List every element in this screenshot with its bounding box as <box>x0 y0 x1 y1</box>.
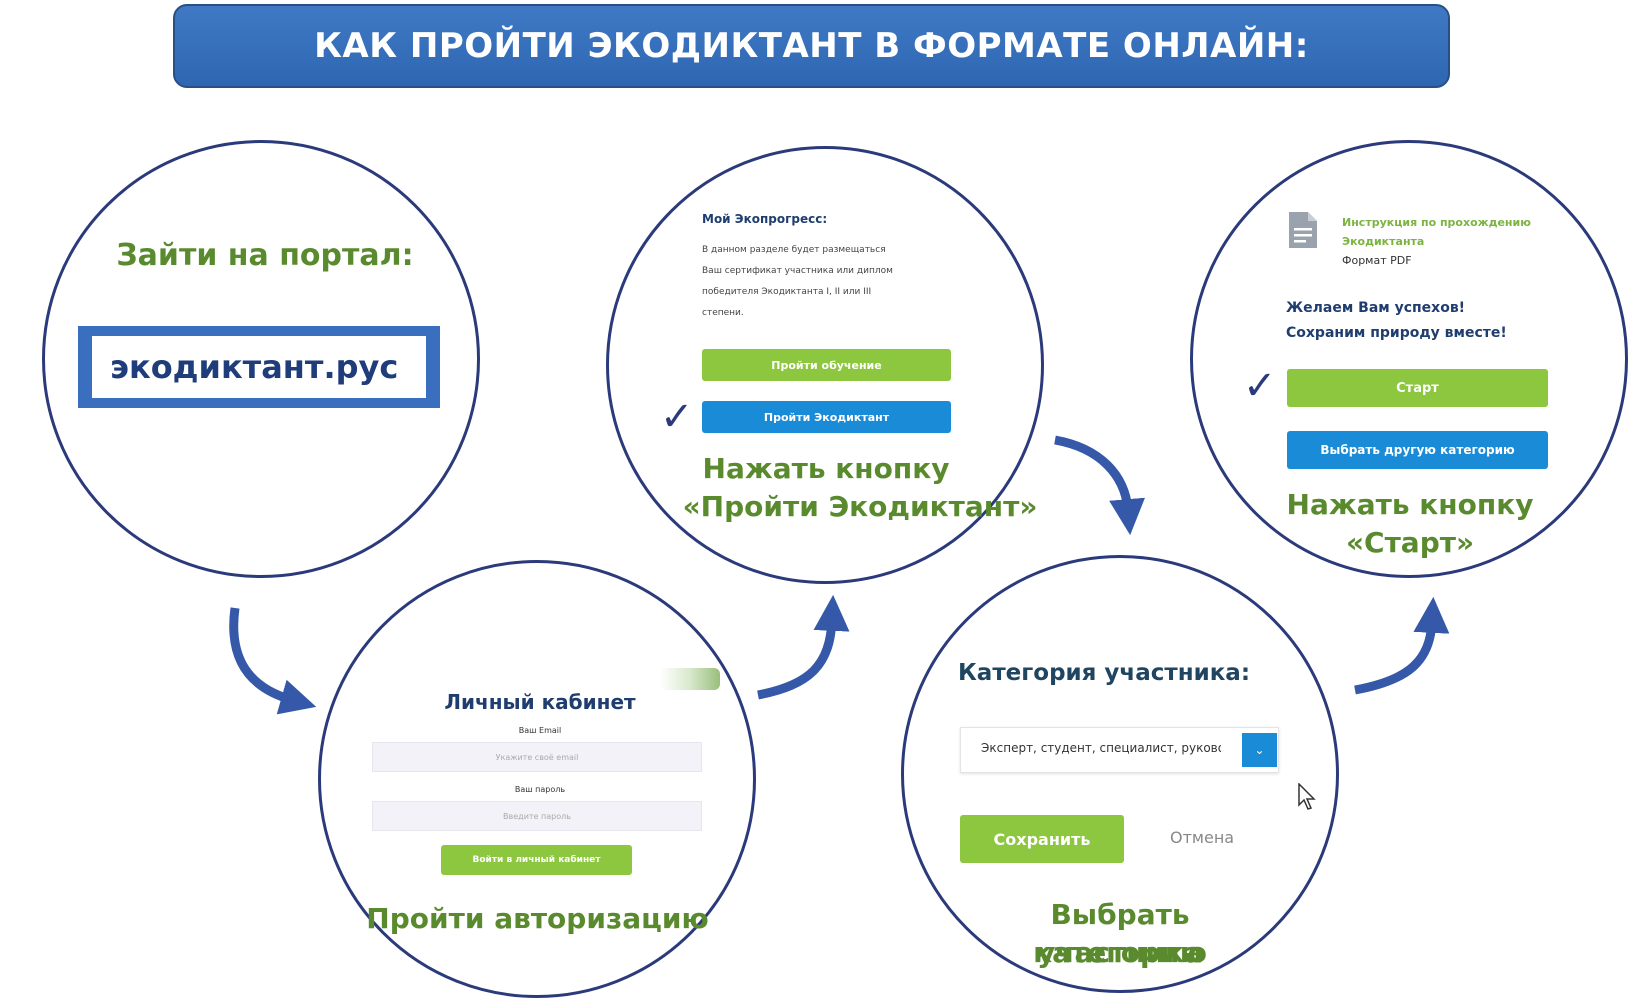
step2-caption: Пройти авторизацию <box>366 902 709 935</box>
instruction-link-2[interactable]: Экодиктанта <box>1342 235 1425 248</box>
pdf-format: Формат PDF <box>1342 254 1412 267</box>
cancel-link[interactable]: Отмена <box>1170 828 1235 847</box>
ecoprogress-text-4: степени. <box>702 308 744 318</box>
step1-heading: Зайти на портал: <box>116 238 414 273</box>
arrow-1-to-2 <box>229 607 317 715</box>
step4-caption-line2: участника <box>1036 936 1204 969</box>
ecoprogress-text-3: победителя Экодиктанта I, II или III <box>702 287 872 297</box>
arrow-3-to-4 <box>1054 435 1146 536</box>
leaf-decoration <box>660 668 720 690</box>
step2-circle <box>318 560 756 998</box>
save-button[interactable]: Сохранить <box>960 815 1124 863</box>
wish-line-1: Желаем Вам успехов! <box>1286 300 1466 316</box>
check-icon: ✓ <box>1243 363 1277 409</box>
step5-caption-line1: Нажать кнопку <box>1286 488 1534 521</box>
portal-url-box[interactable]: экодиктант.рус <box>78 326 440 408</box>
category-title: Категория участника: <box>958 660 1251 686</box>
arrow-4-to-5 <box>1354 596 1450 695</box>
step5-caption-line2: «Старт» <box>1345 526 1475 559</box>
step4-circle <box>901 555 1339 993</box>
instruction-link-1[interactable]: Инструкция по прохождению <box>1342 216 1531 229</box>
step4-caption-line1: Выбрать категорию <box>1033 898 1207 969</box>
start-button[interactable]: Старт <box>1287 369 1548 407</box>
email-label: Ваш Email <box>518 726 562 735</box>
cursor-icon <box>1298 782 1318 815</box>
check-icon: ✓ <box>660 394 694 440</box>
pdf-document-icon <box>1286 210 1320 254</box>
ecoprogress-text-1: В данном разделе будет размещаться <box>702 245 886 255</box>
ecoprogress-text-2: Ваш сертификат участника или диплом <box>702 266 893 276</box>
step3-caption-line2: «Пройти Экодиктант» <box>682 490 1038 523</box>
cabinet-title: Личный кабинет <box>444 690 636 714</box>
banner-title: КАК ПРОЙТИ ЭКОДИКТАНТ В ФОРМАТЕ ОНЛАЙН: <box>314 26 1309 66</box>
step5-circle <box>1190 140 1628 578</box>
chevron-down-icon[interactable]: ⌄ <box>1242 733 1277 767</box>
login-button[interactable]: Войти в личный кабинет <box>441 845 632 875</box>
password-label: Ваш пароль <box>514 785 566 794</box>
learn-button[interactable]: Пройти обучение <box>702 349 951 381</box>
password-input[interactable]: Введите пароль <box>372 801 702 831</box>
category-select[interactable]: Эксперт, студент, специалист, руковод ⌄ <box>960 727 1279 773</box>
title-banner: КАК ПРОЙТИ ЭКОДИКТАНТ В ФОРМАТЕ ОНЛАЙН: <box>173 4 1450 88</box>
wish-line-2: Сохраним природу вместе! <box>1286 325 1507 341</box>
take-dictation-button[interactable]: Пройти Экодиктант <box>702 401 951 433</box>
portal-url[interactable]: экодиктант.рус <box>110 348 399 386</box>
email-input[interactable]: Укажите своё email <box>372 742 702 772</box>
ecoprogress-title: Мой Экопрогресс: <box>702 212 828 226</box>
arrow-2-to-3 <box>757 594 850 700</box>
other-category-button[interactable]: Выбрать другую категорию <box>1287 431 1548 469</box>
step3-caption-line1: Нажать кнопку <box>702 452 950 485</box>
category-select-value: Эксперт, студент, специалист, руковод <box>981 741 1221 755</box>
